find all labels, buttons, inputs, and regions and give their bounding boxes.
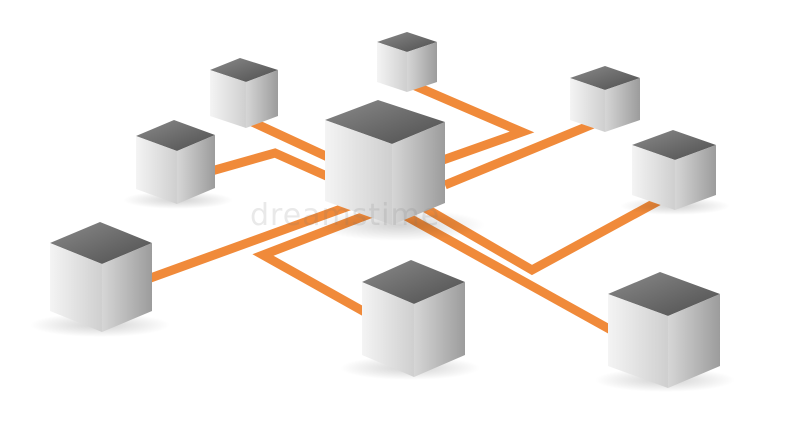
node-cube-top-right — [570, 66, 640, 132]
node-cube-top-center — [377, 32, 437, 92]
node-cube-mid-right — [632, 130, 716, 210]
node-cube-mid-left — [136, 120, 215, 204]
node-cube-top-left — [210, 58, 278, 128]
node-cube-bottom-center — [362, 260, 465, 377]
node-cube-bottom-right — [608, 272, 720, 388]
connector-top-right — [443, 115, 605, 190]
node-cube-left — [50, 222, 152, 332]
central-hub-cube — [325, 100, 445, 225]
connector-left — [143, 200, 354, 285]
connector-top-left — [246, 115, 332, 163]
connector-top-center — [411, 80, 535, 165]
cube-group — [50, 32, 720, 388]
connector-mid-left — [206, 148, 342, 187]
